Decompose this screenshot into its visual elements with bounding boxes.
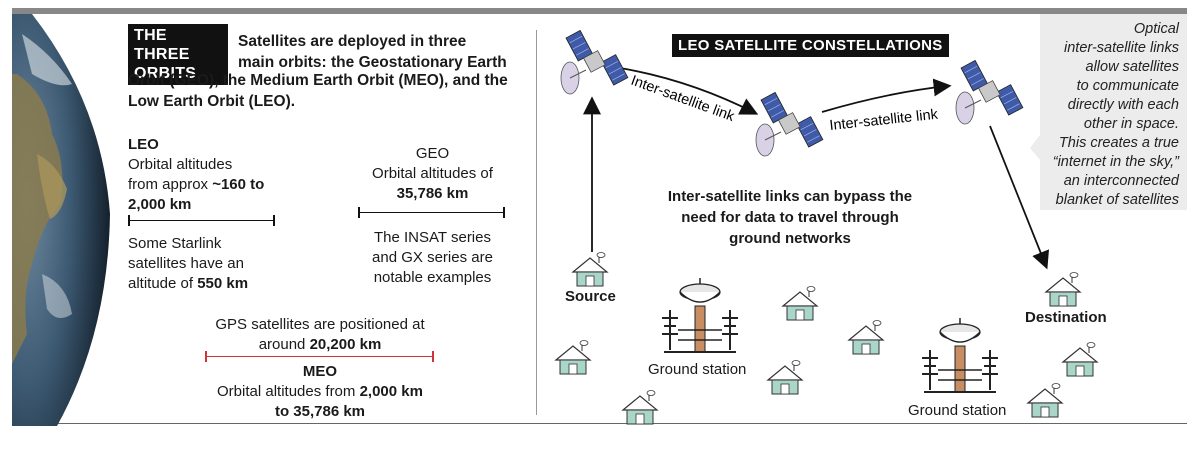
note-line: allow satellites xyxy=(1085,59,1180,75)
meo-scale-bar xyxy=(205,351,434,362)
bypass-text: Inter-satellite links can bypass the nee… xyxy=(650,186,930,249)
geo-note-line: and GX series are xyxy=(372,249,493,266)
panel-divider xyxy=(536,30,537,415)
house-icon xyxy=(622,389,658,425)
intro-text: Satellites are deployed in three main or… xyxy=(238,31,528,73)
geo-title: GEO xyxy=(415,145,450,162)
intro-line: Low Earth Orbit (LEO). xyxy=(128,93,296,110)
note-line: an interconnected xyxy=(1063,173,1179,189)
source-label: Source xyxy=(565,288,616,305)
note-line: blanket of satellites xyxy=(1055,192,1179,208)
meo-line: Orbital altitudes from xyxy=(217,383,360,400)
leo-range-start: ~160 to xyxy=(212,176,265,193)
house-icon xyxy=(782,285,818,321)
leo-note: Some Starlink satellites have an altitud… xyxy=(128,234,248,294)
intro-line: Orbit (GEO), the Medium Earth Orbit (MEO… xyxy=(128,72,508,89)
note-line: other in space. xyxy=(1083,116,1179,132)
ground-station-label: Ground station xyxy=(648,361,747,378)
meo-range-end: to 35,786 km xyxy=(274,403,366,420)
gps-note: GPS satellites are positioned at around … xyxy=(190,315,450,355)
house-icon xyxy=(1062,341,1098,377)
house-icon xyxy=(572,251,608,287)
starlink-altitude: 550 km xyxy=(197,275,249,292)
bottom-rule xyxy=(12,423,1187,424)
leo-line: from approx xyxy=(128,176,213,193)
geo-altitude: 35,786 km xyxy=(396,185,469,202)
leo-description: Orbital altitudes from approx ~160 to 2,… xyxy=(128,155,264,215)
ground-station-icon xyxy=(921,317,999,393)
house-icon xyxy=(1027,382,1063,418)
leo-title: LEO xyxy=(128,136,159,153)
earth-globe xyxy=(12,14,110,426)
house-icon xyxy=(1045,271,1081,307)
inter-satellite-link-arrow-2 xyxy=(821,78,952,113)
bypass-line: ground networks xyxy=(729,230,851,247)
inter-satellite-link-arrow-1 xyxy=(619,67,759,115)
leo-note-line: altitude of xyxy=(128,275,198,292)
geo-note-line: notable examples xyxy=(373,269,492,286)
destination-downlink-arrow xyxy=(989,125,1050,270)
geo-line: Orbital altitudes of xyxy=(372,165,493,182)
meo-title: MEO xyxy=(302,363,338,380)
house-icon xyxy=(848,319,884,355)
note-line: directly with each xyxy=(1067,97,1179,113)
leo-line: Orbital altitudes xyxy=(128,156,233,173)
house-icon xyxy=(767,359,803,395)
gps-line: around xyxy=(258,336,310,353)
geo-note: The INSAT series and GX series are notab… xyxy=(350,228,515,288)
bypass-line: need for data to travel through xyxy=(681,209,899,226)
geo-note-line: The INSAT series xyxy=(374,229,491,246)
three-orbits-title: THE THREE ORBITS xyxy=(128,24,228,85)
satellite-icon xyxy=(560,29,629,95)
gps-altitude: 20,200 km xyxy=(309,336,382,353)
satellite-icon xyxy=(955,59,1024,125)
gps-line: GPS satellites are positioned at xyxy=(215,316,425,333)
top-rule xyxy=(12,8,1187,14)
leo-note-line: satellites have an xyxy=(128,255,244,272)
inter-satellite-link-label: Inter-satellite link xyxy=(829,107,940,134)
note-text: Optical inter-satellite links allow sate… xyxy=(1042,20,1179,210)
meo-range-start: 2,000 km xyxy=(359,383,423,400)
note-line: to communicate xyxy=(1076,78,1179,94)
house-icon xyxy=(555,339,591,375)
geo-scale-bar xyxy=(358,207,505,218)
intro-line: main orbits: the Geostationary Earth xyxy=(238,54,507,71)
note-box xyxy=(1040,14,1187,210)
destination-label: Destination xyxy=(1025,309,1107,326)
note-line: Optical xyxy=(1133,21,1179,37)
bypass-line: Inter-satellite links can bypass the xyxy=(667,188,913,205)
note-line: inter-satellite links xyxy=(1064,40,1179,56)
geo-description: GEO Orbital altitudes of 35,786 km xyxy=(350,144,515,204)
satellite-icon xyxy=(755,91,824,157)
ground-station-icon xyxy=(661,277,739,353)
note-line: “internet in the sky,” xyxy=(1052,154,1179,170)
leo-note-line: Some Starlink xyxy=(128,235,222,252)
leo-range-end: 2,000 km xyxy=(128,196,192,213)
constellation-title: LEO SATELLITE CONSTELLATIONS xyxy=(672,34,949,57)
meo-description: MEO Orbital altitudes from 2,000 km to 3… xyxy=(190,362,450,422)
ground-station-label: Ground station xyxy=(908,402,1007,419)
note-line: This creates a true xyxy=(1058,135,1179,151)
leo-scale-bar xyxy=(128,215,275,226)
intro-text-cont: Orbit (GEO), the Medium Earth Orbit (MEO… xyxy=(128,70,528,112)
inter-satellite-link-label: Inter-satellite link xyxy=(629,73,737,126)
intro-line: Satellites are deployed in three xyxy=(238,33,467,50)
